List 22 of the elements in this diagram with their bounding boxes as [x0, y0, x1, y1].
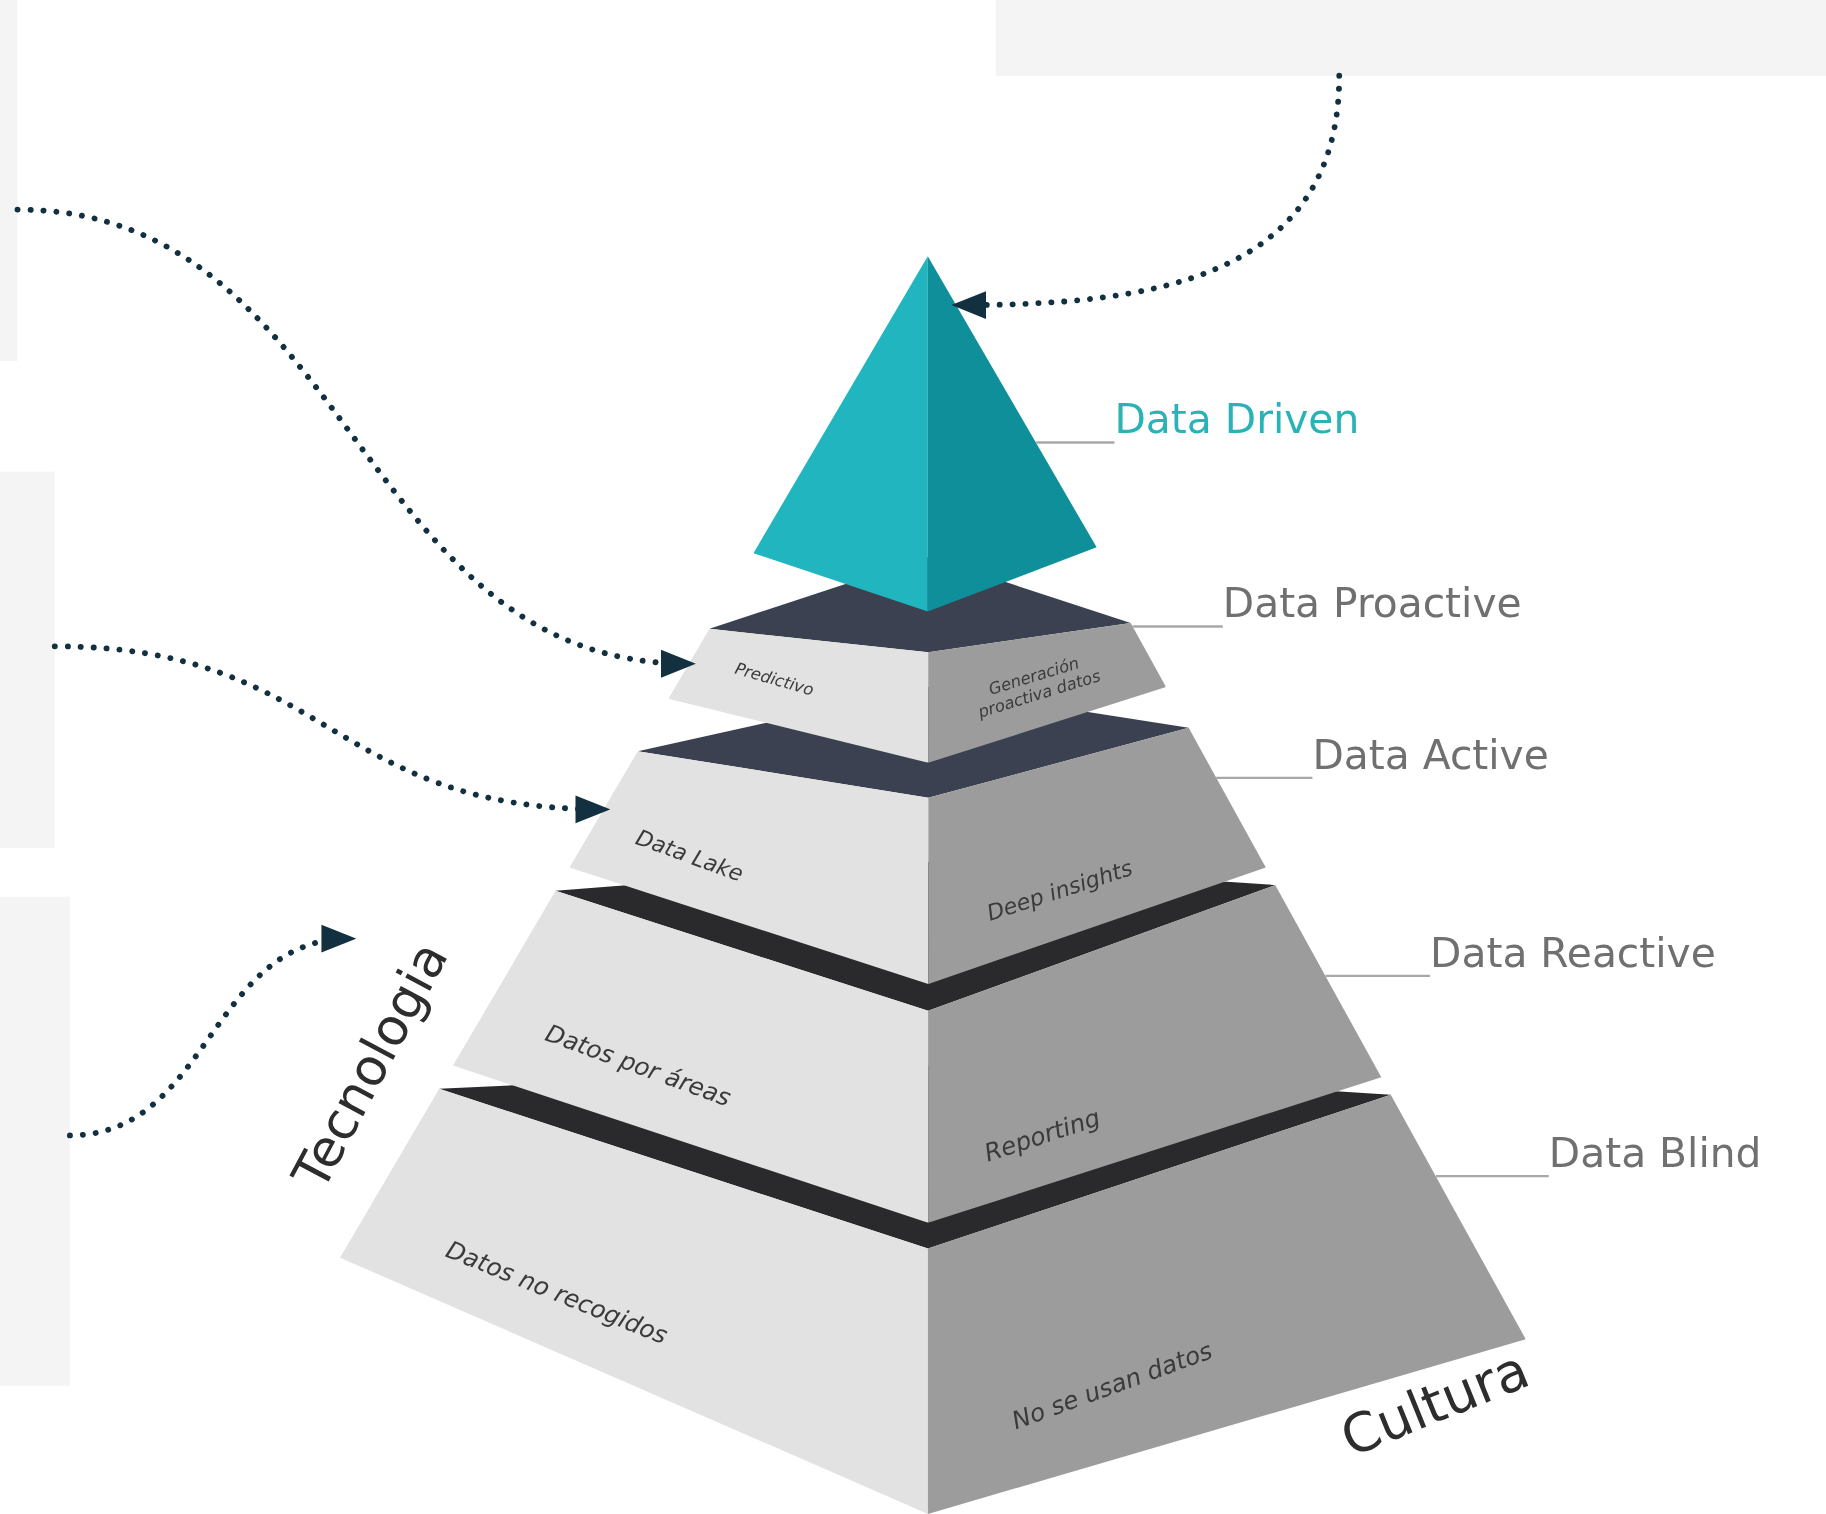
level-label: Data Active: [1312, 731, 1549, 778]
side-panel: [0, 471, 55, 848]
side-panel: [0, 0, 18, 361]
side-panel: [0, 896, 70, 1386]
leader-line: [1216, 776, 1313, 780]
side-panel: [995, 0, 1826, 76]
level-label: Data Reactive: [1430, 929, 1716, 976]
level-text: No se usan datos: [1008, 1336, 1216, 1436]
leader-line: [1132, 625, 1223, 628]
pyramid-level: [753, 256, 1097, 612]
dotted-arrow: [14, 206, 696, 675]
level-label: Data Blind: [1548, 1129, 1762, 1177]
dotted-arrow: [951, 72, 1343, 319]
leader-line: [1036, 441, 1115, 444]
level-text: Data Lake: [632, 824, 747, 888]
level-label: Data Driven: [1114, 395, 1360, 443]
axis-title: Cultura: [1333, 1341, 1536, 1465]
leader-line: [1435, 1175, 1549, 1178]
level-text: Datos por áreas: [541, 1019, 735, 1113]
leader-line: [1325, 974, 1431, 978]
dotted-arrow: [51, 643, 611, 822]
level-label: Data Proactive: [1222, 579, 1522, 627]
